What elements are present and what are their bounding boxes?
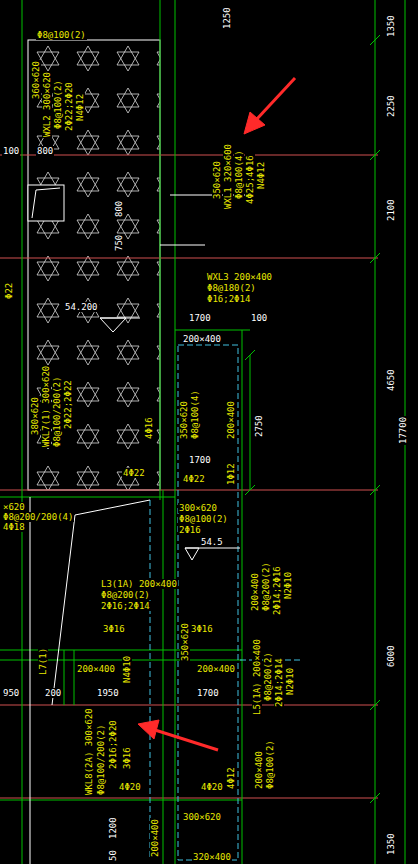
beam-annotation: 4Φ20	[118, 782, 142, 792]
beam-annotation: Φ8@100/200(2)	[96, 724, 106, 796]
beam-annotation: Φ16;2Φ14	[206, 294, 251, 304]
beam-annotation: Φ8@200(2)	[100, 590, 151, 600]
beam-annotation: 350×620	[180, 622, 190, 662]
dimension-text: 100	[2, 146, 20, 156]
beam-annotation: WXL1 320×600	[223, 143, 233, 210]
beam-annotation: L7(1)	[38, 647, 48, 676]
beam-annotation: 1Φ12	[226, 462, 236, 486]
beam-annotation: 2Φ16	[178, 525, 202, 535]
beam-annotation: Φ8@100(2)	[36, 30, 87, 40]
dimension-text: 800	[36, 146, 54, 156]
beam-annotation: Φ8@180(2)	[206, 283, 257, 293]
dimension-text: 1950	[96, 688, 120, 698]
dimension-line	[245, 0, 405, 864]
beam-annotation: 2Φ14;2Φ16	[272, 565, 282, 616]
red-arrow	[138, 78, 295, 750]
beam-annotation: Φ8@100(2)	[265, 739, 275, 790]
dimension-text: 1700	[188, 455, 212, 465]
beam-annotation: Φ8@200/200(4)	[2, 512, 74, 522]
beam-annotation: 3Φ16	[122, 746, 132, 770]
beam-annotation: 200×400	[226, 400, 236, 440]
beam-annotation: 380×620	[30, 396, 40, 436]
dimension-text: 1350	[386, 832, 396, 856]
beam-annotation: 360×620	[31, 60, 41, 100]
beam-annotation: 320×400	[192, 852, 232, 862]
beam-annotation: 3Φ16	[102, 624, 126, 634]
dimension-text: 1700	[196, 688, 220, 698]
beam-annotation: N2Φ10	[283, 571, 293, 600]
beam-annotation: 2Φ14;2Φ14	[274, 657, 284, 708]
dimension-text: 6000	[386, 644, 396, 668]
beam-annotation: 200×400	[196, 664, 236, 674]
beam-annotation: N4Φ12	[256, 161, 266, 190]
beam-annotation: 4Φ22	[122, 468, 146, 478]
beam-annotation: N4Φ12	[75, 93, 85, 122]
dimension-text: 4650	[386, 368, 396, 392]
beam-annotation: 200×400	[254, 750, 264, 790]
opening	[28, 185, 64, 221]
dimension-text: 1200	[108, 816, 118, 840]
dimension-text: 800	[114, 200, 124, 218]
beam-annotation: 200×400	[250, 572, 260, 612]
beam-lines	[0, 0, 250, 864]
dimension-text: 1350	[386, 14, 396, 38]
beam-annotation: Φ8@200(2)	[261, 561, 271, 612]
beam-annotation: 350×620	[179, 400, 189, 440]
dimension-text: 2100	[386, 198, 396, 222]
beam-annotation: WXL2 300×620	[42, 71, 52, 138]
beam-annotation: 200×400	[76, 664, 116, 674]
dimension-text: 1250	[222, 6, 232, 30]
beam-annotation: 300×620	[178, 503, 218, 513]
dimension-text: 17700	[398, 416, 408, 445]
dashed-beams	[150, 345, 300, 860]
beam-annotation: 350×620	[212, 160, 222, 200]
opening-mark	[32, 188, 60, 218]
beam-annotation: Φ8@200(2)	[263, 651, 273, 702]
beam-annotation: N4Φ10	[122, 655, 132, 684]
beam-annotation: 2Φ22;2Φ22	[63, 379, 73, 430]
dimension-text: 200×400	[182, 334, 222, 344]
beam-annotation: N2Φ10	[285, 667, 295, 696]
dimension-text: 100	[250, 313, 268, 323]
beam-annotation: 4Φ18	[2, 522, 26, 532]
dimension-text: 54.200	[64, 302, 99, 312]
beam-annotation: 2Φ16;2Φ20	[108, 719, 118, 770]
beam-annotation: L3(1A) 200×400	[100, 579, 178, 589]
hatched-region	[28, 40, 160, 490]
beam-annotation: 3Φ16	[190, 624, 214, 634]
dimension-text: 2750	[254, 414, 264, 438]
beam-annotation: Φ22	[4, 282, 14, 300]
beam-annotation: 2Φ22;2Φ20	[64, 81, 74, 132]
beam-annotation: WXL3 200×400	[206, 272, 273, 282]
beam-annotation: Φ8@100(4)	[190, 389, 200, 440]
beam-annotation: 2Φ16;2Φ14	[100, 601, 151, 611]
beam-annotation: 4Φ22	[182, 474, 206, 484]
dimension-text: 1700	[188, 313, 212, 323]
dimension-text: 54.5	[200, 537, 224, 547]
beam-annotation: Φ8@100(2)	[53, 79, 63, 130]
beam-annotation: Φ8@100(2)	[178, 514, 229, 524]
beam-annotation: L5(1A) 200×400	[252, 638, 262, 716]
dimension-text: 200	[44, 688, 62, 698]
dimension-text: 50	[108, 849, 118, 862]
beam-annotation: WKL7(1) 300×620	[41, 365, 51, 448]
beam-annotation: WKL8(2A) 300×620	[84, 707, 94, 796]
beam-annotation: Φ8@100/200(2)	[52, 376, 62, 448]
beam-annotation: ×620	[2, 502, 26, 512]
beam-annotation: 200×400	[150, 818, 160, 858]
beam-annotation: 4Φ16	[144, 416, 154, 440]
grid-lines	[0, 155, 378, 798]
beam-annotation: 4Φ25;4Φ16	[245, 154, 255, 205]
beam-annotation: 4Φ12	[226, 766, 236, 790]
dimension-text: 750	[114, 234, 124, 252]
beam-annotation: Φ8@100(4)	[234, 149, 244, 200]
dimension-text: 950	[2, 688, 20, 698]
dimension-text: 2250	[386, 94, 396, 118]
beam-annotation: 4Φ20	[200, 782, 224, 792]
beam-annotation: 300×620	[182, 812, 222, 822]
